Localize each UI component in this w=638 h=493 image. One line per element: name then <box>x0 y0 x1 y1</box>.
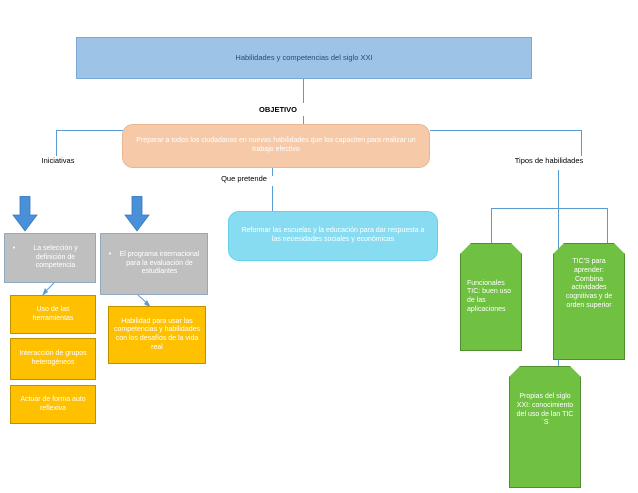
connector-que-pretende-to-center-box <box>272 186 273 212</box>
connector-right-split-bar <box>491 208 607 209</box>
connector-objective-to-que-pretende <box>272 168 273 176</box>
objetivo-label: OBJETIVO <box>259 105 297 115</box>
skill-type-text: TIC'S para aprender: Combina actividades… <box>565 258 613 309</box>
bullet-icon: • <box>108 250 112 258</box>
outcome-box: Habilidad para usar las competencias y h… <box>108 306 206 364</box>
skill-type-text: Funcionales TIC: buen uso de las aplicac… <box>467 279 511 313</box>
connector-title-to-objetivo <box>303 79 304 103</box>
outcome-text: Interacción de grupos heterogéneos <box>19 350 87 366</box>
skill-type-box: Propias del siglo XXI: conocimiento del … <box>509 366 581 488</box>
connector-spine-left <box>56 130 123 131</box>
outcome-text: Habilidad para usar las competencias y h… <box>114 317 200 351</box>
connector-tipos-to-split <box>558 170 559 208</box>
center-outcome-box: Reformar las escuelas y la educación par… <box>228 211 438 261</box>
title-box: Habilidades y competencias del siglo XXI <box>76 37 532 79</box>
bullet-icon: • <box>12 244 16 252</box>
connector-spine-right <box>430 130 582 131</box>
skill-type-text: Propias del siglo XXI: conocimiento del … <box>516 393 574 427</box>
initiative-text: El programa internacional para la evalua… <box>119 250 200 276</box>
objective-text: Preparar a todos los ciudadanos en nueva… <box>136 137 416 153</box>
connector-split-to-green-2 <box>607 208 608 244</box>
connector-objetivo-to-objective-box <box>303 116 304 125</box>
skill-type-box: TIC'S para aprender: Combina actividades… <box>553 243 625 360</box>
outcome-box: Uso de las herramientas <box>10 295 96 334</box>
connector-right-branch-drop <box>581 130 582 156</box>
down-arrow-icon <box>12 196 38 232</box>
down-arrow-icon <box>124 196 150 232</box>
skill-type-box: Funcionales TIC: buen uso de las aplicac… <box>460 243 522 351</box>
branch-label-que-pretende: Que pretende <box>221 174 267 184</box>
connector-split-to-green-1 <box>491 208 492 244</box>
center-outcome-text: Reformar las escuelas y la educación par… <box>241 227 425 243</box>
branch-label-iniciativas: Iniciativas <box>41 156 75 166</box>
outcome-text: Uso de las herramientas <box>32 305 74 322</box>
initiative-text: La selección y definición de competencia <box>33 244 78 270</box>
outcome-text: Actuar de forma auto reflexiva <box>20 395 86 412</box>
outcome-box: Interacción de grupos heterogéneos <box>10 338 96 380</box>
connector-left-branch-drop <box>56 130 57 156</box>
connector-arrow-icon <box>40 282 58 297</box>
initiative-box: • La selección y definición de competenc… <box>4 233 96 283</box>
branch-label-tipos-de-habilidades: Tipos de habilidades <box>514 156 584 166</box>
title-text: Habilidades y competencias del siglo XXI <box>235 53 373 63</box>
initiative-box: • El programa internacional para la eval… <box>100 233 208 295</box>
objective-box: Preparar a todos los ciudadanos en nueva… <box>122 124 430 168</box>
outcome-box: Actuar de forma auto reflexiva <box>10 385 96 424</box>
